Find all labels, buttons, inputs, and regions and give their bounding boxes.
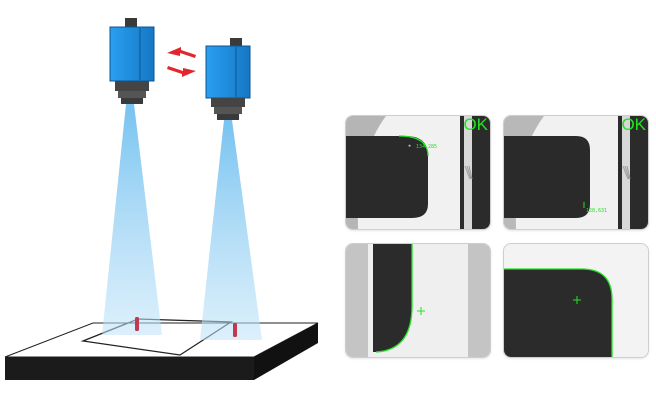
right-camera-beam [200, 120, 262, 340]
measurement-reading: 134,285 [416, 144, 438, 150]
inspection-view-bottom-left [346, 244, 490, 357]
ok-status: OK [621, 116, 646, 134]
inspection-view-top-left: ✚ OK 134,285 [346, 116, 490, 229]
measurement-marker-right [233, 323, 237, 337]
inspection-image: ✚ [346, 116, 490, 229]
ok-status: OK [463, 116, 488, 134]
inspection-image [504, 116, 648, 229]
camera-right-icon [205, 38, 251, 120]
inspection-image [346, 244, 490, 357]
inspection-image [504, 244, 648, 357]
inspection-view-top-right: OK 128,631 [504, 116, 648, 229]
swap-arrows-icon [167, 47, 196, 77]
svg-text:✚: ✚ [408, 143, 411, 149]
camera-left-icon [109, 18, 155, 104]
inspection-view-bottom-right [504, 244, 648, 357]
sample-plate [4, 318, 319, 380]
left-camera-beam [102, 104, 162, 335]
measurement-reading: 128,631 [586, 208, 608, 214]
measurement-marker-left [135, 317, 139, 331]
